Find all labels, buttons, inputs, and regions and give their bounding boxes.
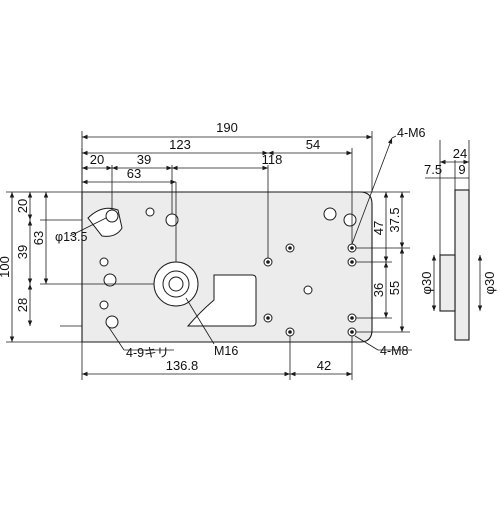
horizontal-dimensions: 190 123 54 20 39 118 63 136.8 42 xyxy=(82,120,372,377)
relief-window xyxy=(186,274,257,327)
callout-dia-13-5: φ13.5 xyxy=(55,230,87,244)
dim-54: 54 xyxy=(306,137,320,152)
hole xyxy=(303,285,313,295)
dim-42: 42 xyxy=(317,358,331,373)
dim-100: 100 xyxy=(0,256,12,278)
dim-side-7-5: 7.5 xyxy=(424,162,442,177)
left-dimensions: 100 20 39 28 63 xyxy=(0,192,49,342)
dim-118: 118 xyxy=(262,152,283,167)
dim-47: 47 xyxy=(371,221,386,235)
hole-drill xyxy=(103,273,117,287)
dim-28: 28 xyxy=(15,298,30,312)
dim-39: 39 xyxy=(137,152,151,167)
plate-front-view xyxy=(81,191,373,343)
dim-side-dia-left: φ30 xyxy=(419,272,434,295)
dim-side-9: 9 xyxy=(458,162,465,177)
dim-37-5: 37.5 xyxy=(387,207,402,232)
dim-side-24: 24 xyxy=(453,146,467,161)
dim-20-vertical: 20 xyxy=(15,199,30,213)
dim-55: 55 xyxy=(387,281,402,295)
dim-136-8: 136.8 xyxy=(166,358,199,373)
callout-m6: 4-M6 xyxy=(397,126,426,140)
hole xyxy=(323,207,337,221)
right-dimensions: 47 37.5 36 55 xyxy=(371,192,405,332)
callout-m16: M16 xyxy=(214,344,238,358)
hole xyxy=(99,257,109,267)
hole xyxy=(145,207,155,217)
hole xyxy=(343,213,357,227)
hole-drill xyxy=(105,315,119,329)
dim-190: 190 xyxy=(216,120,238,135)
dim-side-dia-right: φ30 xyxy=(482,272,497,295)
dim-20: 20 xyxy=(90,152,104,167)
callouts: 4-M6 4-M8 M16 4-9キリ φ13.5 xyxy=(55,126,426,360)
side-view: 24 7.5 9 φ30 φ30 xyxy=(419,140,497,341)
dim-63-horizontal: 63 xyxy=(127,166,141,181)
hole xyxy=(99,300,109,310)
callout-m8: 4-M8 xyxy=(380,344,409,358)
callout-drill: 4-9キリ xyxy=(126,346,169,360)
hole-13-5 xyxy=(105,209,119,223)
dim-39-vertical: 39 xyxy=(15,245,30,259)
dim-63-vertical: 63 xyxy=(31,231,46,245)
dim-123: 123 xyxy=(169,137,191,152)
dim-36: 36 xyxy=(371,283,386,297)
m8-holes xyxy=(263,313,357,337)
m6-holes xyxy=(263,243,357,267)
m16-thread xyxy=(168,276,184,292)
